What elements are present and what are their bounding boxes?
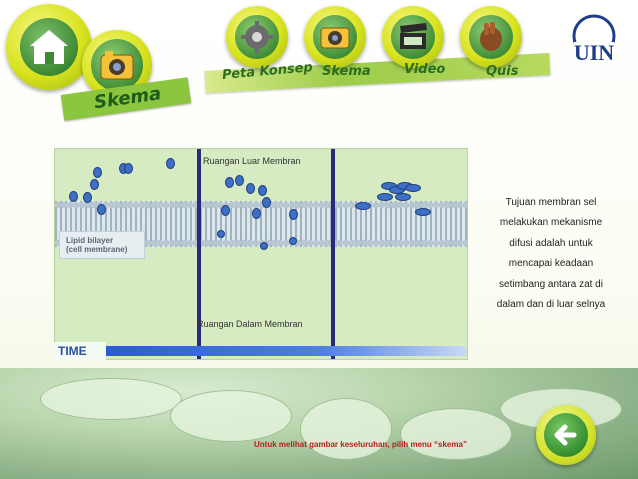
molecule: [166, 158, 175, 169]
molecule: [395, 193, 411, 201]
back-icon-disc: [544, 413, 588, 457]
description-line: Tujuan membran sel: [476, 193, 626, 213]
decor-blob: [40, 378, 182, 420]
camera-icon-disc-small: [313, 15, 357, 59]
molecule: [83, 192, 92, 203]
molecule: [246, 183, 255, 194]
camera-icon-disc: [91, 39, 143, 91]
time-divider-2: [331, 149, 335, 359]
hand-icon: [469, 15, 513, 59]
outer-space-label: Ruangan Luar Membran: [203, 156, 301, 166]
lipid-bilayer-label-line2: (cell membrane): [66, 245, 144, 254]
nav-video-label[interactable]: Video: [404, 62, 445, 77]
university-logo-icon: UIN: [556, 8, 632, 78]
molecule: [260, 242, 268, 250]
time-track: [106, 346, 466, 356]
molecule: [97, 204, 106, 215]
footer-hint: Untuk melihat gambar keseluruhan, pilih …: [254, 440, 467, 449]
camera-icon: [91, 39, 143, 91]
molecule: [225, 177, 234, 188]
description-line: melakukan mekanisme: [476, 213, 626, 233]
molecule: [289, 237, 297, 245]
inner-space-label: Ruangan Dalam Membran: [197, 319, 303, 329]
nav-quis-button[interactable]: [460, 6, 522, 68]
nav-skema-label[interactable]: Skema: [322, 64, 371, 79]
gear-icon-disc: [235, 15, 279, 59]
molecule: [90, 179, 99, 190]
nav-skema-button[interactable]: [304, 6, 366, 68]
molecule: [262, 197, 271, 208]
arrow-left-icon: [544, 413, 588, 457]
home-button[interactable]: [6, 4, 92, 90]
molecule: [377, 193, 393, 201]
hand-icon-disc: [469, 15, 513, 59]
molecule: [405, 184, 421, 192]
decor-blob: [300, 398, 392, 460]
description-line: mencapai keadaan: [476, 254, 626, 274]
diffusion-diagram: Lipid bilayer (cell membrane) Ruangan Lu…: [54, 148, 468, 360]
molecule: [124, 163, 133, 174]
molecule: [221, 205, 230, 216]
home-icon-disc: [20, 18, 78, 76]
back-button[interactable]: [536, 405, 596, 465]
molecule: [235, 175, 244, 186]
description-text: Tujuan membran sel melakukan mekanisme d…: [476, 193, 626, 315]
molecule: [355, 202, 371, 210]
description-line: difusi adalah untuk: [476, 234, 626, 254]
time-bar: TIME: [54, 342, 466, 360]
molecule: [69, 191, 78, 202]
molecule: [415, 208, 431, 216]
nav-video-button[interactable]: [382, 6, 444, 68]
home-icon: [20, 18, 78, 76]
gear-icon: [235, 15, 279, 59]
molecule: [252, 208, 261, 219]
description-line: dalam dan di luar selnya: [476, 295, 626, 315]
description-line: setimbang antara zat di: [476, 275, 626, 295]
decor-blob: [170, 390, 292, 442]
video-icon-disc: [391, 15, 435, 59]
nav-peta-konsep-button[interactable]: [226, 6, 288, 68]
molecule: [217, 230, 225, 238]
svg-text:UIN: UIN: [574, 40, 614, 65]
video-clapper-icon: [391, 15, 435, 59]
nav-quis-label[interactable]: Quis: [486, 64, 519, 79]
molecule: [289, 209, 298, 220]
lipid-bilayer-label: Lipid bilayer (cell membrane): [59, 231, 145, 259]
molecule: [93, 167, 102, 178]
decor-blob: [400, 408, 512, 460]
molecule: [258, 185, 267, 196]
time-label: TIME: [54, 342, 106, 360]
camera-icon: [313, 15, 357, 59]
lipid-bilayer-label-line1: Lipid bilayer: [66, 236, 144, 245]
